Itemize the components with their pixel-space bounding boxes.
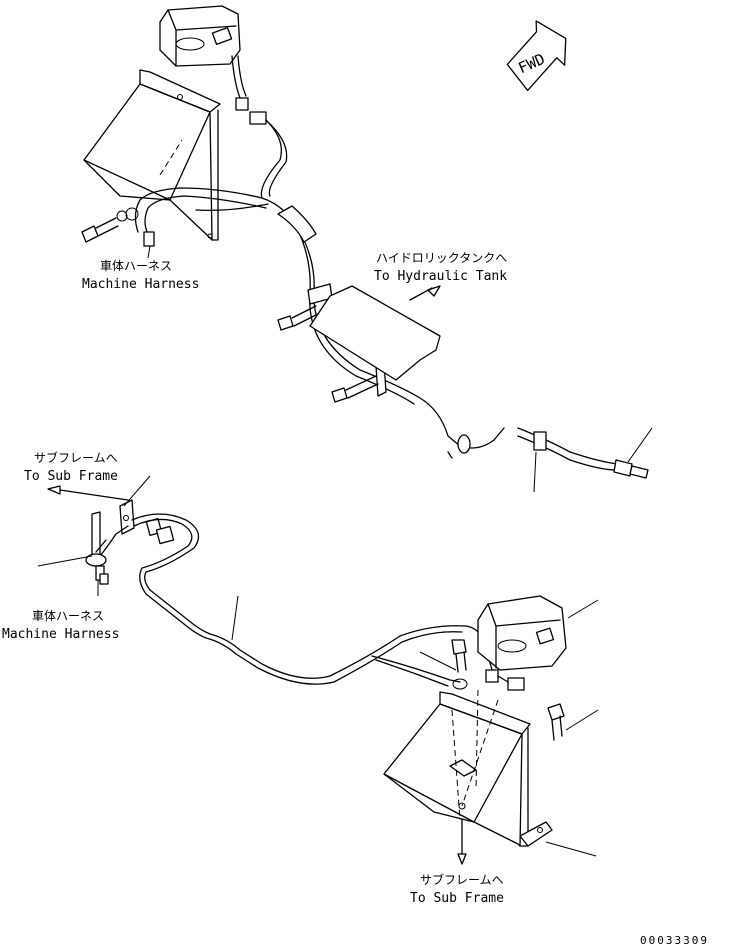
bottom-lamp-bracket xyxy=(383,689,553,847)
bottom-lamp-assembly xyxy=(37,475,599,865)
machine-harness-top-en: Machine Harness xyxy=(82,277,199,292)
machine-harness-top-jp: 車体ハーネス xyxy=(100,259,172,273)
top-work-lamp-icon xyxy=(159,5,241,67)
sub-frame-bottom-jp: サブフレームへ xyxy=(420,872,504,887)
fwd-direction-badge: FWD xyxy=(506,20,567,92)
top-bolt-2-icon xyxy=(331,375,379,403)
bottom-connector-a xyxy=(485,669,499,683)
machine-harness-left-jp: 車体ハーネス xyxy=(32,609,104,623)
hydraulic-tank-en: To Hydraulic Tank xyxy=(374,269,507,284)
machine-harness-left-en: Machine Harness xyxy=(2,627,119,642)
top-bolt-1-icon xyxy=(277,305,319,331)
bottom-bolt-1-icon xyxy=(451,639,467,673)
bottom-bolt-2-icon xyxy=(547,703,565,741)
drawing-code: 00033309 xyxy=(640,934,709,945)
top-clip xyxy=(533,431,547,451)
top-connector-a xyxy=(235,97,249,111)
top-lamp-bracket xyxy=(83,69,221,241)
left-grommet xyxy=(85,553,107,567)
top-grommet xyxy=(457,434,471,454)
top-bolt-3-icon xyxy=(81,207,139,243)
sub-frame-bottom-en: To Sub Frame xyxy=(410,891,504,906)
sub-frame-left-jp: サブフレームへ xyxy=(34,450,118,465)
top-lamp-assembly xyxy=(81,5,653,493)
hydraulic-tank-jp: ハイドロリックタンクへ xyxy=(376,251,507,265)
hydraulic-tank-plate xyxy=(309,285,441,381)
sub-frame-left-en: To Sub Frame xyxy=(24,469,118,484)
bottom-connector-b xyxy=(507,677,525,691)
top-connector-b xyxy=(249,111,267,125)
top-terminal xyxy=(143,231,155,247)
bottom-work-lamp-icon xyxy=(477,595,567,671)
